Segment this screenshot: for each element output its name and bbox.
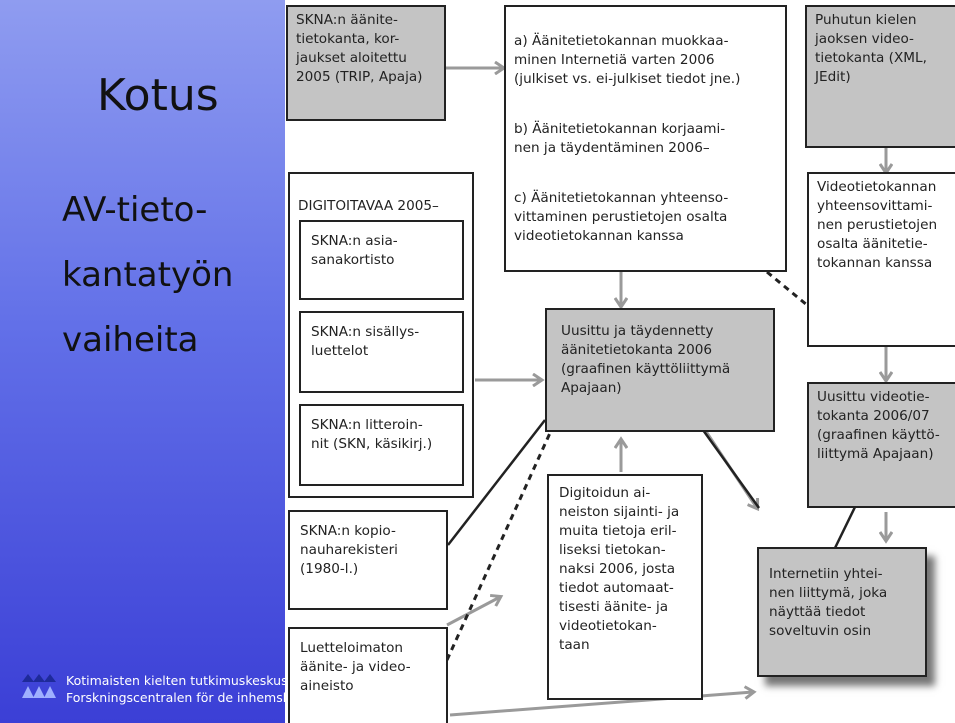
- line-renewed-video-to-internet: [833, 506, 857, 549]
- footer-line-1: Kotimaisten kielten tutkimuskeskus: [66, 673, 286, 688]
- copy-tape-register-box: SKNA:n kopio- nauharekisteri (1980-l.): [288, 510, 448, 610]
- task-c-text: c) Äänitetietokannan yhteenso- vittamine…: [514, 190, 729, 244]
- subtitle-line-3: vaiheita: [62, 320, 199, 360]
- arrow-uncatalogued-to-digitized: [446, 597, 500, 627]
- digitize-item-transcriptions: SKNA:n litteroin- nit (SKN, käsikirj.): [299, 404, 464, 486]
- subtitle-line-1: AV-tieto-: [62, 190, 208, 230]
- renewed-video-database-box: Uusittu videotie- tokanta 2006/07 (graaf…: [807, 382, 955, 508]
- audio-database-tasks-box: a) Äänitetietokannan muokkaa- minen Inte…: [504, 5, 787, 272]
- footer-line-2: Forskningscentralen för de inhemska språ…: [66, 690, 286, 705]
- workflow-diagram: SKNA:n äänite- tietokanta, kor- jaukset …: [285, 0, 955, 723]
- kotus-logo-icon: [22, 674, 56, 698]
- skna-audio-database-box: SKNA:n äänite- tietokanta, kor- jaukset …: [286, 5, 446, 121]
- slide-title: Kotus: [97, 70, 219, 121]
- subtitle-line-2: kantatyön: [62, 255, 234, 295]
- task-a-text: a) Äänitetietokannan muokkaa- minen Inte…: [514, 33, 741, 87]
- slide-sidebar: Kotus AV-tieto- kantatyön vaiheita Kotim…: [0, 0, 286, 723]
- video-harmonize-box: Videotietokannan yhteensovittami- nen pe…: [807, 172, 955, 347]
- renewed-audio-database-box: Uusittu ja täydennetty äänitetietokanta …: [545, 308, 775, 432]
- spoken-language-video-db-box: Puhutun kielen jaoksen video- tietokanta…: [805, 5, 955, 148]
- digitize-item-contents-lists: SKNA:n sisällys- luettelot: [299, 311, 464, 393]
- digitized-material-db-box: Digitoidun ai- neiston sijainti- ja muit…: [547, 474, 703, 700]
- dashed-tasks-to-video-harmonize: [766, 270, 808, 307]
- task-b-text: b) Äänitetietokannan korjaami- nen ja tä…: [514, 121, 726, 156]
- digitize-header: DIGITOITAVAA 2005–: [298, 198, 439, 214]
- line-copy-tape-to-renewed-audio: [447, 419, 546, 546]
- digitize-item-subject-cards: SKNA:n asia- sanakortisto: [299, 220, 464, 300]
- line-renewed-audio-to-internet: [701, 429, 761, 509]
- internet-interface-box: Internetiin yhtei- nen liittymä, joka nä…: [757, 547, 927, 677]
- uncatalogued-material-box: Luetteloimaton äänite- ja video- aineist…: [288, 627, 448, 723]
